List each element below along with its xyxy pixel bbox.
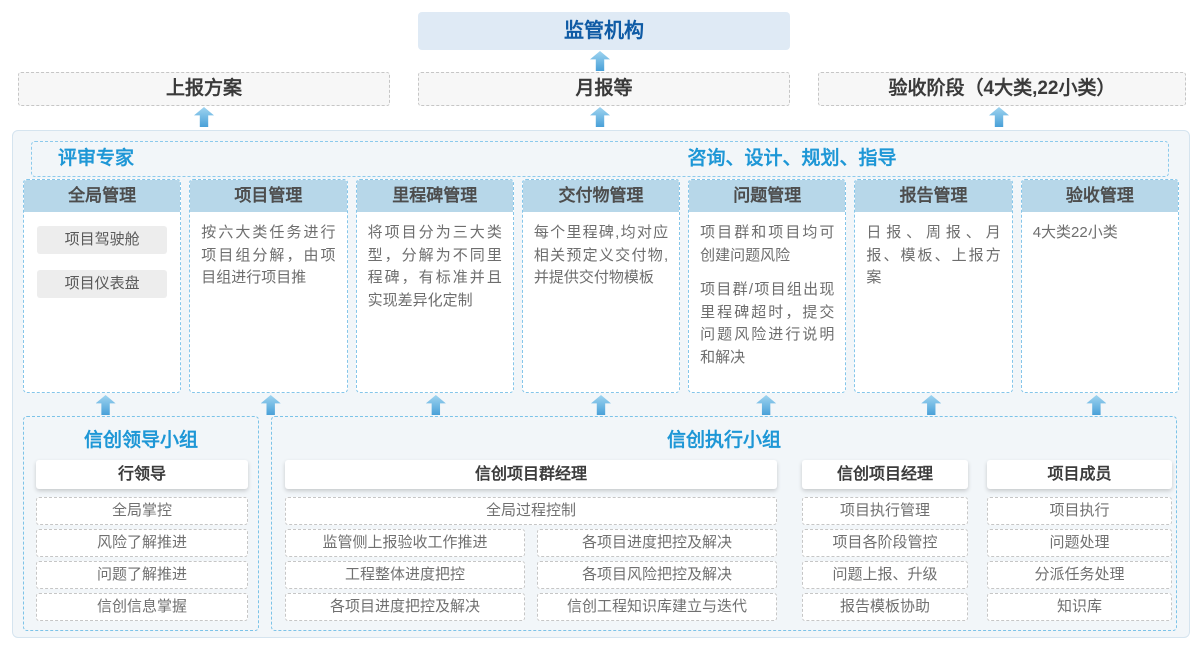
role-project-manager: 信创项目经理	[802, 460, 968, 489]
up-arrow-icon	[194, 107, 214, 127]
column-body: 4大类22小类	[1032, 224, 1118, 241]
column-deliverable-management: 交付物管理 每个里程碑,均对应相关预定义交付物,并提供交付物模板	[521, 179, 681, 393]
column-acceptance-management: 验收管理 4大类22小类	[1020, 179, 1179, 393]
pgm-item: 全局过程控制	[285, 497, 777, 525]
experts-strip: 评审专家 咨询、设计、规划、指导	[31, 141, 1169, 177]
column-title: 全局管理	[24, 180, 181, 212]
column-body: 日报、周报、月报、模板、上报方案	[866, 224, 1001, 286]
pgm-item: 各项目进度把控及解决	[537, 529, 777, 557]
column-title: 验收管理	[1021, 180, 1178, 212]
experts-label: 评审专家	[58, 148, 135, 169]
chip-project-dashboard: 项目仪表盘	[37, 270, 168, 298]
pgm-item: 各项目进度把控及解决	[285, 593, 525, 621]
chip-project-cockpit: 项目驾驶舱	[37, 226, 168, 254]
pgm-item: 工程整体进度把控	[285, 561, 525, 589]
column-title: 问题管理	[689, 180, 846, 212]
issue-paragraph-2: 项目群/项目组出现里程碑超时，提交问题风险进行说明和解决	[700, 281, 835, 366]
column-body: 项目驾驶舱 项目仪表盘	[24, 212, 180, 324]
column-title: 项目管理	[190, 180, 347, 212]
member-item: 项目执行	[987, 497, 1172, 525]
column-body: 每个里程碑,均对应相关预定义交付物,并提供交付物模板	[533, 224, 669, 286]
role-program-manager: 信创项目群经理	[285, 460, 777, 489]
column-arrows	[23, 395, 1179, 417]
pm-item: 项目各阶段管控	[802, 529, 968, 557]
column-global-management: 全局管理 项目驾驶舱 项目仪表盘	[23, 179, 182, 393]
execution-group-title: 信创执行小组	[666, 430, 781, 451]
up-arrow-icon	[425, 395, 446, 415]
pgm-item: 信创工程知识库建立与迭代	[537, 593, 777, 621]
guidance-label: 咨询、设计、规划、指导	[687, 148, 897, 169]
column-report-management: 报告管理 日报、周报、月报、模板、上报方案	[854, 179, 1013, 393]
up-arrow-icon	[95, 395, 116, 415]
column-body: 项目群和项目均可创建问题风险 项目群/项目组出现里程碑超时，提交问题风险进行说明…	[689, 212, 845, 379]
leader-item: 问题了解推进	[36, 561, 248, 589]
up-arrow-icon	[756, 395, 777, 415]
pgm-item: 各项目风险把控及解决	[537, 561, 777, 589]
leader-group-title: 信创领导小组	[83, 430, 198, 451]
pm-item: 项目执行管理	[802, 497, 968, 525]
leader-group-box: 信创领导小组 行领导 全局掌控 风险了解推进 问题了解推进 信创信息掌握	[23, 416, 259, 631]
column-body: 按六大类任务进行项目组分解，由项目组进行项目推	[201, 224, 336, 286]
report-box-acceptance: 验收阶段（4大类,22小类）	[818, 72, 1186, 106]
role-bank-leader: 行领导	[36, 460, 248, 489]
column-body: 将项目分为三大类型，分解为不同里程碑，有标准并且实现差异化定制	[367, 224, 502, 309]
column-issue-management: 问题管理 项目群和项目均可创建问题风险 项目群/项目组出现里程碑超时，提交问题风…	[688, 179, 847, 393]
pm-item: 报告模板协助	[802, 593, 968, 621]
column-title: 交付物管理	[522, 180, 680, 212]
up-arrow-icon	[1086, 395, 1107, 415]
up-arrow-icon	[590, 51, 610, 71]
up-arrow-icon	[590, 395, 611, 415]
column-milestone-management: 里程碑管理 将项目分为三大类型，分解为不同里程碑，有标准并且实现差异化定制	[355, 179, 514, 393]
pm-item: 问题上报、升级	[802, 561, 968, 589]
column-title: 报告管理	[855, 180, 1012, 212]
up-arrow-icon	[989, 107, 1009, 127]
management-columns: 全局管理 项目驾驶舱 项目仪表盘 项目管理 按六大类任务进行项目组分解，由项目组…	[23, 179, 1179, 393]
up-arrow-icon	[921, 395, 942, 415]
up-arrow-icon	[590, 107, 610, 127]
up-arrow-icon	[260, 395, 281, 415]
leader-item: 风险了解推进	[36, 529, 248, 557]
regulator-box: 监管机构	[418, 12, 790, 50]
leader-item: 全局掌控	[36, 497, 248, 525]
member-item: 分派任务处理	[987, 561, 1172, 589]
report-box-plan: 上报方案	[18, 72, 390, 106]
issue-paragraph-1: 项目群和项目均可创建问题风险	[700, 224, 835, 264]
column-title: 里程碑管理	[356, 180, 513, 212]
management-platform-panel: 评审专家 咨询、设计、规划、指导 全局管理 项目驾驶舱 项目仪表盘 项目管理 按…	[12, 130, 1190, 638]
role-project-member: 项目成员	[987, 460, 1172, 489]
execution-group-box: 信创执行小组 信创项目群经理 信创项目经理 项目成员 全局过程控制 监管侧上报验…	[271, 416, 1177, 631]
member-item: 知识库	[987, 593, 1172, 621]
leader-item: 信创信息掌握	[36, 593, 248, 621]
member-item: 问题处理	[987, 529, 1172, 557]
column-project-management: 项目管理 按六大类任务进行项目组分解，由项目组进行项目推	[189, 179, 348, 393]
pgm-item: 监管侧上报验收工作推进	[285, 529, 525, 557]
report-box-monthly: 月报等	[418, 72, 790, 106]
